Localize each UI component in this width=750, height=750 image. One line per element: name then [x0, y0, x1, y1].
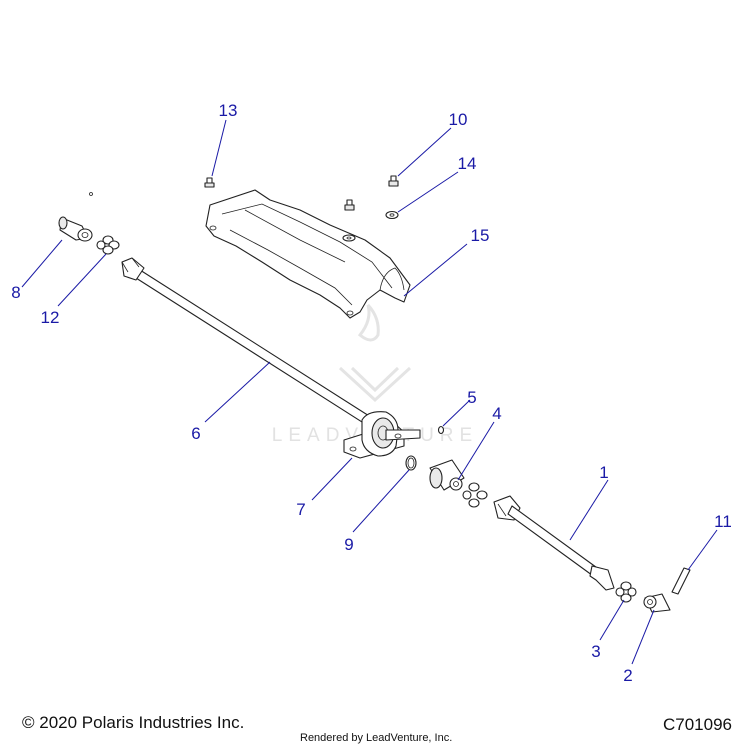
- callout-14: 14: [458, 154, 477, 173]
- callout-2: 2: [623, 666, 632, 685]
- callout-5: 5: [467, 388, 476, 407]
- part-5-fitting: [437, 425, 445, 435]
- part-4-yoke: [429, 459, 465, 491]
- callouts: 1 2 3 4 5 6 7 8 9 10 11 12 13 14 15: [11, 101, 732, 685]
- part-15-guard: [205, 189, 411, 319]
- callout-4: 4: [492, 404, 501, 423]
- middle-ujoint: [462, 482, 488, 508]
- callout-3: 3: [591, 642, 600, 661]
- part-8-coupler: [58, 192, 93, 242]
- callout-15: 15: [471, 226, 490, 245]
- callout-1: 1: [599, 463, 608, 482]
- copyright-text: © 2020 Polaris Industries Inc.: [22, 713, 245, 732]
- callout-9: 9: [344, 535, 353, 554]
- guard-fastener: [342, 199, 356, 242]
- part-11-pin: [671, 567, 691, 595]
- watermark-logo-icon: [338, 303, 412, 403]
- part-7-bearing: [343, 411, 421, 459]
- part-14-washer: [385, 210, 399, 220]
- part-9-ring: [405, 455, 417, 471]
- callout-10: 10: [449, 110, 468, 129]
- callout-13: 13: [219, 101, 238, 120]
- part-2-coupler: [643, 593, 671, 613]
- part-13-bolt: [204, 177, 215, 188]
- rendered-by-text: Rendered by LeadVenture, Inc.: [300, 732, 453, 744]
- leader-lines: [21, 119, 718, 665]
- callout-11: 11: [714, 512, 732, 531]
- callout-6: 6: [191, 424, 200, 443]
- part-3-ujoint: [615, 581, 637, 603]
- part-10-bolt: [388, 175, 399, 187]
- callout-7: 7: [296, 500, 305, 519]
- diagram-code: C701096: [662, 715, 732, 734]
- part-12-ujoint: [96, 235, 120, 255]
- callout-12: 12: [41, 308, 60, 327]
- callout-8: 8: [11, 283, 20, 302]
- part-1-rear-shaft: [493, 495, 615, 591]
